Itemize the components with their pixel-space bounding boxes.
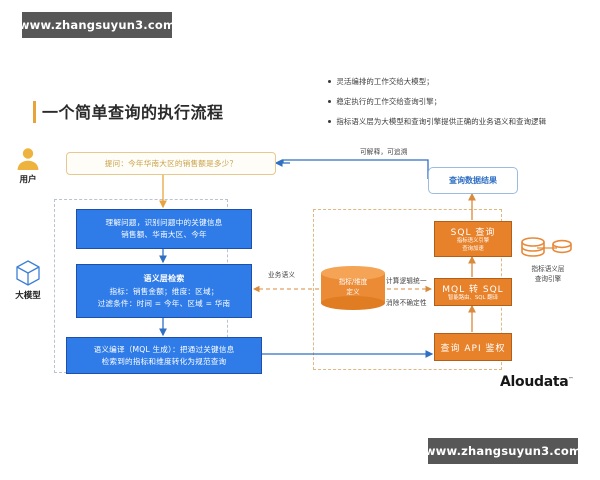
step-line: 检索到的指标和维度转化为规范查询 — [101, 356, 227, 366]
engine-side-label: 指标语义层 查询引擎 — [512, 265, 584, 285]
cylinder-caption: 指标/维度 定义 — [321, 266, 385, 310]
bullet-item: 指标语义层为大模型和查询引擎提供正确的业务语义和查询逻辑 — [328, 117, 596, 127]
metric-dimension-definition-store: 指标/维度 定义 — [321, 266, 385, 310]
cylinder-line: 指标/维度 — [338, 278, 368, 287]
brand-text: Aloudata — [500, 374, 569, 390]
bullet-item: 灵活编排的工作交给大模型； — [328, 77, 596, 87]
step-semantic-compile: 语义编译（MQL 生成）：把通过关键信息 检索到的指标和维度转化为规范查询 — [66, 337, 262, 374]
bullet-dot-icon — [328, 80, 332, 84]
step-line: 理解问题，识别问题中的关键信息 — [105, 218, 223, 228]
step-sql-query: SQL 查询 指标语义引擎 查询加速 — [434, 221, 512, 257]
cube-icon — [16, 260, 40, 286]
bullet-text: 指标语义层为大模型和查询引擎提供正确的业务语义和查询逻辑 — [336, 116, 547, 126]
user-label: 用户 — [19, 175, 37, 185]
user-icon — [17, 148, 39, 170]
engine-label-line: 指标语义层 — [531, 265, 565, 273]
bullet-text: 灵活编排的工作交给大模型； — [336, 77, 434, 86]
step-line: 语义编译（MQL 生成）：把通过关键信息 — [93, 344, 235, 354]
watermark-top: www.zhangsuyun3.com — [19, 12, 175, 38]
label-traceable: 可解释，可追溯 — [360, 148, 408, 156]
watermark-bottom: www.zhangsuyun3.com — [425, 438, 581, 464]
step-semantic-retrieval: 语义层检索 指标：销售金额；维度：区域； 过滤条件：时间 = 今年、区域 = 华… — [76, 264, 252, 318]
page-title: 一个简单查询的执行流程 — [42, 103, 224, 122]
step-heading: 语义层检索 — [143, 273, 185, 283]
bullet-list: 灵活编排的工作交给大模型； 稳定执行的工作交给查询引擎； 指标语义层为大模型和查… — [328, 77, 596, 137]
step-subtitle: 智能路由、SQL 翻译 — [447, 294, 499, 301]
bullet-dot-icon — [328, 119, 332, 124]
label-business-semantics: 业务语义 — [268, 271, 296, 279]
engine-label-line: 查询引擎 — [534, 274, 562, 283]
step-title: 查询 API 鉴权 — [440, 343, 506, 354]
llm-label: 大模型 — [15, 291, 41, 301]
step-line: 指标：销售金额；维度：区域； — [109, 286, 219, 296]
label-remove-uncertainty: 消除不确定性 — [386, 299, 427, 307]
step-title: SQL 查询 — [450, 228, 496, 239]
step-line: 过滤条件：时间 = 今年、区域 = 华南 — [97, 298, 231, 308]
brand-logo: Aloudata™ — [500, 374, 573, 390]
bullet-text: 稳定执行的工作交给查询引擎； — [336, 96, 442, 106]
step-subtitle: 指标语义引擎 — [456, 238, 490, 245]
cylinder-line: 定义 — [346, 288, 360, 296]
bullet-dot-icon — [328, 99, 332, 104]
query-result-node: 查询数据结果 — [428, 167, 518, 194]
bullet-item: 稳定执行的工作交给查询引擎； — [328, 97, 596, 107]
step-query-api-auth: 查询 API 鉴权 — [434, 333, 512, 361]
question-bubble: 提问：今年华南大区的销售额是多少？ — [66, 152, 276, 175]
title-accent-bar — [33, 101, 36, 123]
step-mql-to-sql: MQL 转 SQL 智能路由、SQL 翻译 — [434, 278, 512, 306]
trademark-symbol: ™ — [568, 376, 574, 383]
label-unified-logic: 计算逻辑统一 — [386, 277, 427, 285]
step-understand-question: 理解问题，识别问题中的关键信息 销售额、华南大区、今年 — [76, 209, 252, 249]
step-title: MQL 转 SQL — [442, 284, 504, 295]
step-subtitle: 查询加速 — [462, 245, 484, 252]
cylinder-top — [321, 266, 385, 280]
database-stack-icon — [521, 237, 572, 257]
step-line: 销售额、华南大区、今年 — [121, 230, 207, 239]
cylinder-bottom — [321, 296, 385, 310]
